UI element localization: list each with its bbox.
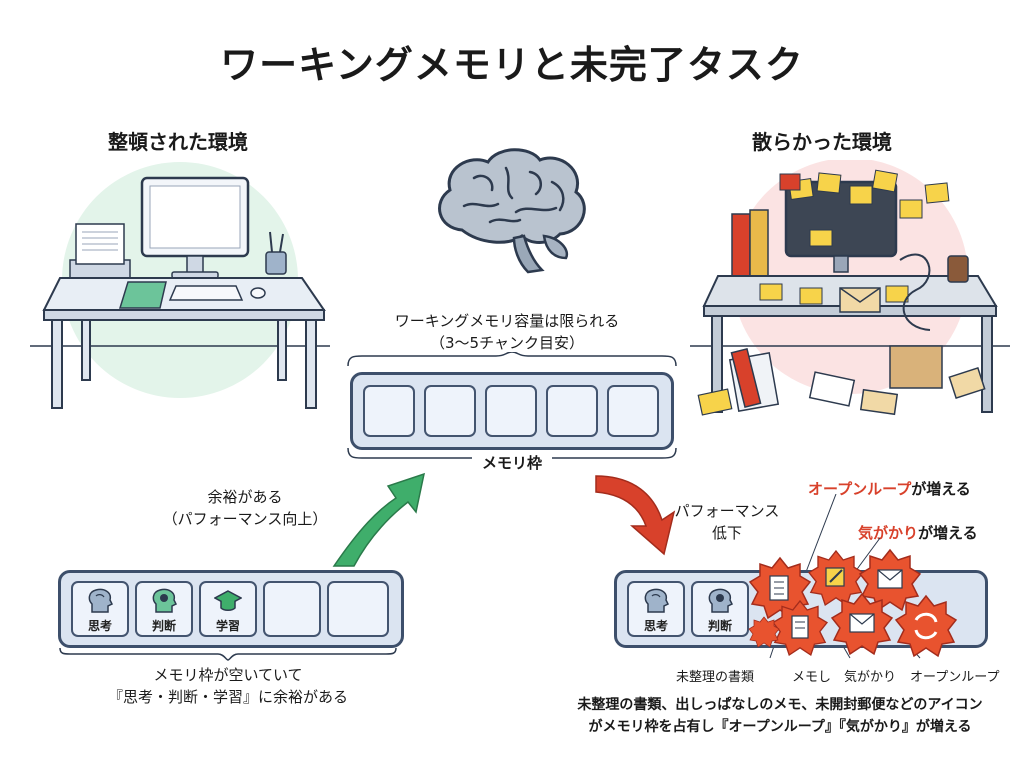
open-loop-highlight: オープンループ bbox=[808, 480, 912, 498]
ample-capacity-text: 余裕がある bbox=[207, 488, 283, 506]
tidy-desk-illustration bbox=[30, 162, 330, 409]
open-loop-icon bbox=[914, 612, 938, 640]
slot-judgment: 判断 bbox=[135, 581, 193, 637]
memory-slot-4 bbox=[546, 385, 598, 437]
slot-thinking: 思考 bbox=[71, 581, 129, 637]
tidy-environment-title: 整頓された環境 bbox=[108, 130, 248, 154]
worry-highlight: 気がかり bbox=[858, 524, 919, 542]
memory-slot-2 bbox=[424, 385, 476, 437]
memory-frame-left: 思考 判断 学習 bbox=[58, 570, 404, 648]
clutter-bursts bbox=[748, 549, 957, 657]
burst-label-documents: 未整理の書類 bbox=[676, 670, 755, 685]
green-arrow-up bbox=[332, 472, 426, 567]
slot-label-learning: 学習 bbox=[215, 619, 240, 633]
left-caption-line2: 『思考・判断・学習』に余裕がある bbox=[107, 688, 348, 706]
messy-environment-title: 散らかった環境 bbox=[752, 130, 892, 154]
document-icon bbox=[769, 575, 789, 601]
memory-frame-center bbox=[350, 372, 674, 450]
gears-head-icon bbox=[708, 588, 734, 613]
slot-label-judgment: 判断 bbox=[151, 619, 176, 633]
performance-up-text: （パフォーマンス向上） bbox=[162, 510, 328, 528]
burst-label-memo: メモし bbox=[792, 670, 832, 685]
graduation-cap-icon bbox=[214, 590, 242, 611]
slot-learning: 学習 bbox=[199, 581, 257, 637]
memory-slot-3 bbox=[485, 385, 537, 437]
right-caption-line2: がメモリ枠を占有し『オープンループ』『気がかり』が増える bbox=[588, 719, 972, 735]
note-pencil-icon bbox=[825, 567, 845, 587]
performance-text-line2: 低下 bbox=[711, 524, 742, 542]
burst-label-worry: 気がかり bbox=[844, 670, 897, 685]
worry-increase-text: 気がかりが増える bbox=[858, 522, 978, 543]
open-loop-suffix: が増える bbox=[911, 480, 971, 498]
capacity-text-line1: ワーキングメモリ容量は限られる bbox=[394, 312, 620, 330]
worry-suffix: が増える bbox=[918, 524, 978, 542]
envelope-icon bbox=[849, 569, 903, 633]
memory-frame-label: メモリ枠 bbox=[472, 452, 552, 473]
capacity-text-line2: （3〜5チャンク目安） bbox=[430, 334, 584, 352]
performance-text-line1: パフォーマンス bbox=[674, 502, 780, 520]
slot-label-thinking: 思考 bbox=[87, 619, 112, 633]
messy-desk-illustration bbox=[690, 160, 1010, 416]
slot-empty-2 bbox=[327, 581, 389, 637]
brain-head-icon bbox=[644, 588, 670, 613]
slot-thinking-right: 思考 bbox=[627, 581, 685, 637]
slot-empty-1 bbox=[263, 581, 321, 637]
left-caption-line1: メモリ枠が空いていて bbox=[153, 666, 303, 684]
open-loop-increase-text: オープンループが増える bbox=[808, 478, 971, 499]
right-caption-line1: 未整理の書類、出しっぱなしのメモ、未開封郵便などのアイコン bbox=[577, 697, 983, 713]
red-arrow-down bbox=[595, 475, 676, 556]
slot-label-judgment-right: 判断 bbox=[707, 619, 732, 633]
brain-icon bbox=[438, 148, 586, 274]
document-icon-2 bbox=[791, 615, 809, 639]
slot-label-thinking-right: 思考 bbox=[643, 619, 668, 633]
burst-label-open-loop: オープンループ bbox=[910, 670, 1000, 685]
slot-judgment-right: 判断 bbox=[691, 581, 749, 637]
brain-head-icon bbox=[88, 588, 114, 613]
gears-head-icon bbox=[152, 588, 178, 613]
memory-slot-5 bbox=[607, 385, 659, 437]
page-title: ワーキングメモリと未完了タスク bbox=[220, 43, 804, 87]
left-caption-bracket bbox=[59, 647, 397, 661]
memory-slot-1 bbox=[363, 385, 415, 437]
